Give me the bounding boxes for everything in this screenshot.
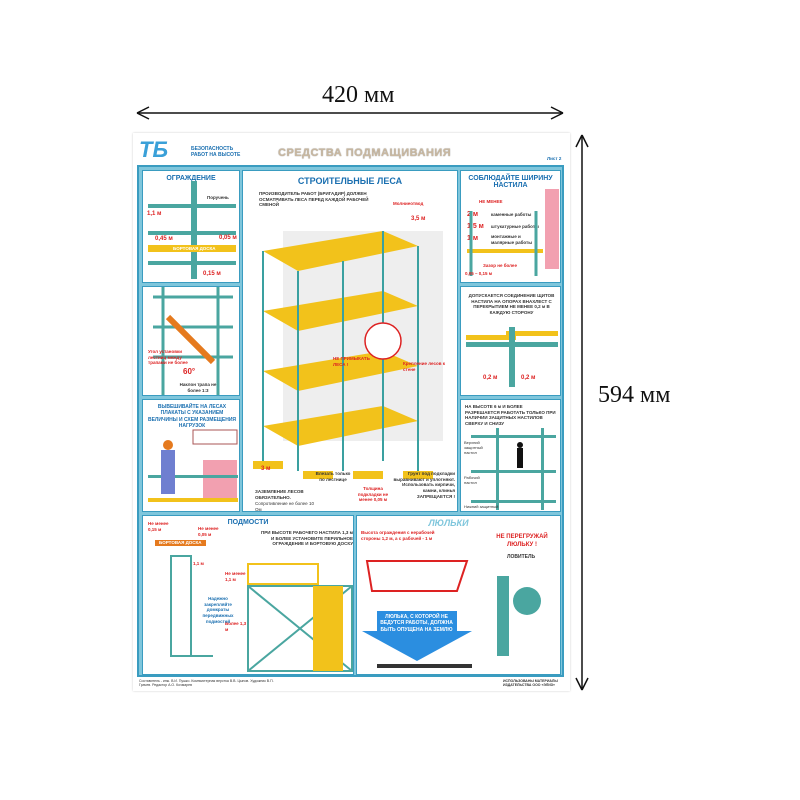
- width-min: НЕ МЕНЕЕ: [479, 199, 503, 204]
- fence-h2: 0,45 м: [155, 236, 173, 242]
- platforms-note: ПРИ ВЫСОТЕ РАБОЧЕГО НАСТИЛА 1,3 м И БОЛЕ…: [261, 530, 354, 547]
- cradle-overload: НЕ ПЕРЕГРУЖАЙ ЛЮЛЬКУ !: [496, 534, 548, 548]
- scaffold-height: 3,5 м: [411, 216, 426, 222]
- panel-placards: ВЫВЕШИВАЙТЕ НА ЛЕСАХ ПЛАКАТЫ С УКАЗАНИЕМ…: [142, 399, 240, 512]
- ladder-slope: Наклон трапа не более 1:3: [179, 382, 217, 393]
- gap-label: Зазор не более: [483, 263, 517, 268]
- platforms-secure: Надежно закрепляйте домкраты передвижных…: [202, 596, 234, 624]
- panel-cradles: ЛЮЛЬКИ Высота ограждения с нерабочей сто…: [356, 515, 561, 675]
- panel-title: СТРОИТЕЛЬНЫЕ ЛЕСА: [297, 176, 403, 186]
- overlap-2: 0,2 м: [521, 375, 536, 381]
- work-deck-label: Рабочий настил: [464, 475, 480, 485]
- thickness-label: Толщина подкладки не менее 0,05 м: [357, 486, 389, 503]
- panel-fence: ОГРАЖДЕНИЕ 1,1 м 0,45 м 0,05 м 0,15 м БО…: [142, 170, 240, 283]
- poster: ТБ БЕЗОПАСНОСТЬ РАБОТ НА ВЫСОТЕ СРЕДСТВА…: [133, 133, 570, 691]
- width-w2: 1,5 м: [467, 223, 484, 230]
- platforms-min2: Не менее 0,05 м: [198, 526, 219, 537]
- panel-title: НА ВЫСОТЕ 6 м И БОЛЕЕ РАЗРЕШАЕТСЯ РАБОТА…: [465, 404, 556, 426]
- header-subtitle-2: РАБОТ НА ВЫСОТЕ: [191, 152, 241, 158]
- width-w1-note: каменные работы: [491, 212, 532, 217]
- width-w3-note: монтажные и малярные работы: [491, 234, 533, 245]
- platforms-board: БОРТОВАЯ ДОСКА: [155, 540, 206, 546]
- resistance-label: Сопротивление не более 10 Ом: [255, 501, 314, 512]
- width-label: 420 мм: [322, 82, 395, 108]
- bottom-deck-label: Нижний защитный настил: [464, 504, 499, 512]
- footer-credits: Составитель - инж. В.И. Пушко. Компьютер…: [139, 679, 274, 688]
- panel-title: ЛЮЛЬКИ: [428, 518, 469, 528]
- width-w1: 2 м: [467, 211, 479, 218]
- anchor-label: Крепление лесов к стене: [403, 361, 446, 372]
- catcher-label: ЛОВИТЕЛЬ: [507, 554, 536, 560]
- sheet-number: Лист 2: [547, 156, 562, 161]
- gap-values: 0,05 – 0,15 м: [465, 271, 493, 276]
- panel-ladder: Угол установки лестниц между трапами не …: [142, 286, 240, 396]
- cradle-fence: Высота ограждения с нерабочей стороны 1,…: [361, 530, 435, 541]
- frame: ОГРАЖДЕНИЕ 1,1 м 0,45 м 0,05 м 0,15 м БО…: [137, 165, 564, 677]
- panel-title: СОБЛЮДАЙТЕ ШИРИНУ НАСТИЛА: [468, 175, 553, 189]
- panel-scaffold: СТРОИТЕЛЬНЫЕ ЛЕСА ПРОИЗВОДИТЕЛЬ РАБОТ (Б…: [242, 170, 458, 512]
- platforms-h2: Не менее 1,1 м: [225, 571, 246, 582]
- cradle-arrow-text: ЛЮЛЬКА, С КОТОРОЙ НЕ ВЕДУТСЯ РАБОТЫ, ДОЛ…: [380, 614, 453, 633]
- height-label: 594 мм: [598, 382, 671, 408]
- panel-title: ПОДМОСТИ: [227, 519, 269, 526]
- grounding-label: ЗАЗЕМЛЕНИЕ ЛЕСОВ ОБЯЗАТЕЛЬНО.: [255, 489, 304, 500]
- panel-title: ДОПУСКАЕТСЯ СОЕДИНЕНИЕ ЩИТОВ НАСТИЛА НА …: [468, 293, 555, 315]
- lightning-label: Молниеотвод: [393, 201, 424, 206]
- platforms-min1: Не менее 0,15 м: [148, 521, 169, 532]
- panel-title: ОГРАЖДЕНИЕ: [166, 175, 216, 182]
- width-w2-note: штукатурные работы: [491, 224, 539, 229]
- scaffold-intro: ПРОИЗВОДИТЕЛЬ РАБОТ (БРИГАДИР) ДОЛЖЕН ОС…: [259, 191, 369, 208]
- platforms-h3: Более 1,3 м: [225, 621, 247, 632]
- ladder-text: Угол установки лестниц между трапами не …: [148, 349, 188, 366]
- ground-height: 3 м: [261, 466, 271, 472]
- climb-label: Влезать только по лестнице: [315, 471, 351, 482]
- ladder-angle: 60°: [183, 367, 196, 376]
- header-subtitle-1: БЕЗОПАСНОСТЬ: [191, 146, 234, 152]
- fence-h1: 1,1 м: [147, 211, 162, 217]
- overlap-1: 0,2 м: [483, 375, 498, 381]
- footer-publisher: ИСПОЛЬЗОВАНЫ МАТЕРИАЛЫ ИЗДАТЕЛЬСТВА ООО …: [503, 679, 558, 688]
- panel-joint: ДОПУСКАЕТСЯ СОЕДИНЕНИЕ ЩИТОВ НАСТИЛА НА …: [460, 286, 561, 396]
- fence-h3: 0,05 м: [219, 235, 237, 241]
- panel-platforms: ПОДМОСТИ Не менее 0,15 м Не менее 0,05 м…: [142, 515, 354, 675]
- platforms-h: 1,1 м: [193, 561, 204, 566]
- scaffold-warning: НЕ ПРИМЫКАТЬ ЛЕСА !: [333, 356, 370, 367]
- panel-protective-decks: НА ВЫСОТЕ 6 м И БОЛЕЕ РАЗРЕШАЕТСЯ РАБОТА…: [460, 399, 561, 512]
- panel-width: СОБЛЮДАЙТЕ ШИРИНУ НАСТИЛА НЕ МЕНЕЕ 2 м к…: [460, 170, 561, 283]
- logo: ТБ: [139, 137, 169, 162]
- fence-board: БОРТОВАЯ ДОСКА: [173, 246, 216, 251]
- width-w3: 1 м: [467, 235, 479, 242]
- panel-title: ВЫВЕШИВАЙТЕ НА ЛЕСАХ ПЛАКАТЫ С УКАЗАНИЕМ…: [147, 404, 237, 429]
- fence-h4: 0,15 м: [203, 271, 221, 277]
- top-deck-label: Верхний защитный настил: [464, 440, 483, 455]
- page-title: СРЕДСТВА ПОДМАЩИВАНИЯ: [278, 147, 452, 159]
- soil-label: Грунт под подкладки выравнивают и уплотн…: [393, 471, 455, 499]
- fence-rail: Поручень: [207, 195, 229, 200]
